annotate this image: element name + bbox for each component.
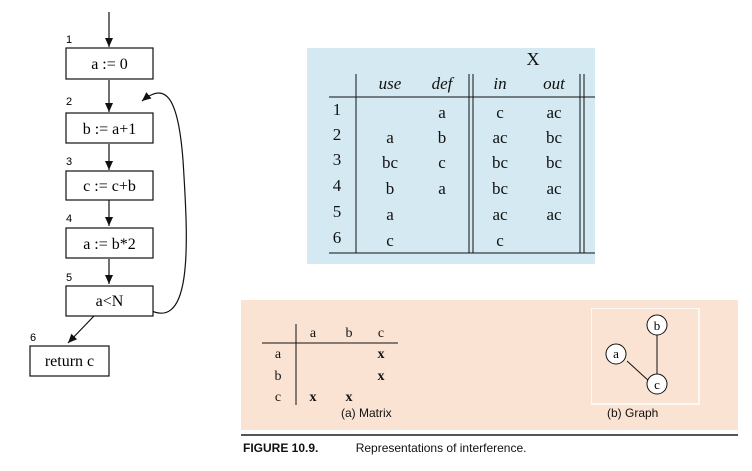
cell-in: c: [496, 103, 504, 122]
graph-node-label: c: [654, 377, 660, 392]
cell-in: c: [496, 231, 504, 250]
node-box-1: [65, 47, 154, 80]
matrix-caption: (a) Matrix: [341, 406, 392, 420]
matrix-rules: [262, 324, 398, 405]
edge-5-2-loop: [139, 92, 187, 314]
cell-def: c: [438, 153, 446, 172]
node-label: b := a+1: [83, 121, 137, 138]
cell-out: ac: [546, 205, 562, 224]
matrix-col-a: a: [309, 326, 317, 341]
node-number: 1: [66, 34, 72, 46]
row-number: 5: [332, 202, 342, 221]
matrix-cell: x: [377, 347, 385, 362]
row-number: 2: [332, 125, 342, 144]
cell-out: bc: [545, 153, 563, 172]
graph-node-a: [605, 343, 627, 365]
cell-in: bc: [491, 179, 509, 198]
matrix-col-b: b: [345, 326, 353, 341]
matrix-row-b: b: [274, 369, 282, 384]
interference-panel: a b c a x b x c x x (a) Matrix b a c (b)…: [241, 300, 738, 430]
cell-in: ac: [492, 205, 508, 224]
node-number: 5: [66, 272, 72, 284]
node-box-3: [65, 170, 154, 201]
row-number: 4: [332, 176, 342, 195]
col-header-out: out: [543, 74, 565, 93]
matrix-cell: x: [309, 390, 317, 405]
cell-use: b: [385, 179, 395, 198]
figure-caption: FIGURE 10.9. Representations of interfer…: [243, 441, 526, 455]
node-box-4: [65, 227, 154, 259]
cell-out: ac: [546, 179, 562, 198]
col-header-def: def: [431, 74, 453, 93]
node-label: return c: [45, 353, 94, 370]
table-rules: [329, 74, 595, 254]
matrix-col-c: c: [377, 326, 385, 341]
matrix-cell: x: [345, 390, 353, 405]
node-box-2: [65, 112, 154, 144]
node-number: 4: [66, 213, 72, 225]
node-number: 3: [66, 156, 72, 168]
cell-def: a: [438, 103, 446, 122]
cell-def: a: [438, 179, 446, 198]
cell-out: ac: [546, 103, 562, 122]
node-label: a := b*2: [83, 236, 136, 253]
node-box-6: [29, 345, 110, 377]
row-number: 6: [332, 228, 342, 247]
cell-in: ac: [492, 128, 508, 147]
edge-5-6: [67, 315, 95, 344]
figure-caption-text: Representations of interference.: [355, 441, 527, 455]
graph-node-b: [646, 314, 668, 336]
cell-use: bc: [381, 153, 399, 172]
node-number: 6: [30, 332, 36, 344]
graph-node-c: [646, 373, 668, 395]
flow-graph: 1 a := 0 2 b := a+1 3 c := c+b 4 a := b*…: [29, 12, 187, 377]
graph-node-label: a: [613, 346, 619, 361]
graph-caption: (b) Graph: [607, 406, 659, 420]
matrix-cell: x: [377, 369, 385, 384]
figure-rule: [241, 434, 738, 436]
row-number: 1: [332, 100, 342, 119]
cell-use: c: [386, 231, 394, 250]
node-label: c := c+b: [83, 178, 136, 195]
cell-use: a: [386, 205, 394, 224]
cell-out: bc: [545, 128, 563, 147]
cell-in: bc: [491, 153, 509, 172]
liveness-table: X use def in out 1 a c ac 2 a b ac bc 3 …: [307, 48, 595, 264]
figure-label: FIGURE 10.9.: [243, 441, 319, 455]
node-label: a<N: [96, 293, 124, 310]
node-label: a := 0: [91, 56, 128, 73]
cell-use: a: [386, 128, 394, 147]
node-box-5: [65, 285, 154, 317]
node-number: 2: [66, 96, 72, 108]
matrix-row-c: c: [274, 390, 282, 405]
x-label: X: [526, 49, 540, 69]
row-number: 3: [332, 150, 342, 169]
cell-def: b: [437, 128, 447, 147]
col-header-in: in: [493, 74, 507, 93]
interference-graph: b a c: [591, 308, 700, 405]
col-header-use: use: [378, 74, 402, 93]
matrix-row-a: a: [274, 347, 282, 362]
graph-node-label: b: [654, 318, 661, 333]
